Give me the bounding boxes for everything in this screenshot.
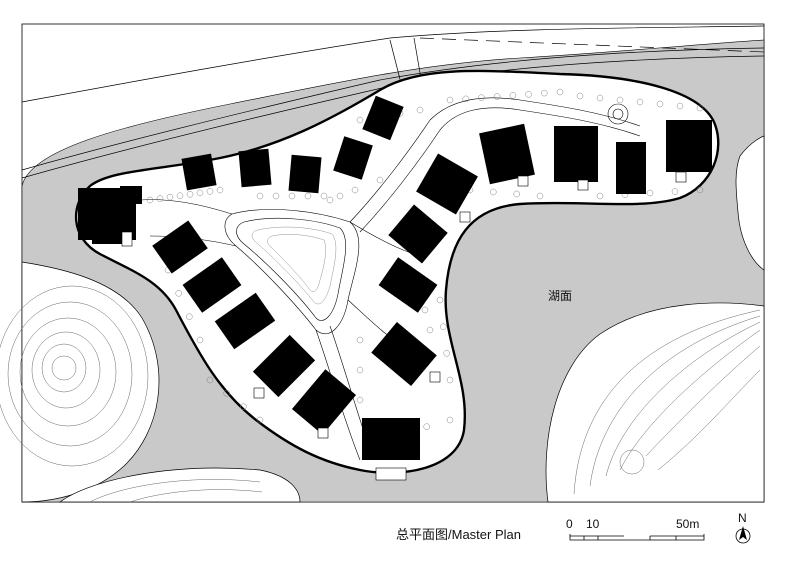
tree-icon <box>446 96 454 104</box>
villa-footprint <box>252 334 316 398</box>
tree-icon <box>490 188 497 196</box>
tree-icon <box>536 192 544 200</box>
villa-footprint <box>333 136 373 180</box>
tree-icon <box>676 102 684 110</box>
tree-icon <box>356 116 364 124</box>
tree-icon <box>576 92 584 100</box>
tree-icon <box>696 186 704 194</box>
tree-icon <box>513 190 520 198</box>
tree-icon <box>186 191 194 198</box>
tree-icon <box>446 376 454 384</box>
tree-icon <box>256 416 264 424</box>
tree-icon <box>216 186 224 194</box>
scale-tick-label: 0 <box>566 517 573 531</box>
tree-icon <box>326 196 334 204</box>
tree-icon <box>436 296 444 304</box>
tree-icon <box>186 313 193 320</box>
tree-icon <box>446 416 454 424</box>
tree-icon <box>356 396 364 404</box>
villa-footprint <box>378 257 438 313</box>
tree-icon <box>525 91 532 98</box>
tree-icon <box>223 390 230 397</box>
tree-icon <box>421 306 429 314</box>
tree-icon <box>426 326 434 334</box>
villa-footprint <box>288 154 322 194</box>
tree-icon <box>636 98 644 106</box>
tree-icon <box>336 192 344 200</box>
tree-icon <box>351 186 359 194</box>
villa-footprint <box>616 142 646 194</box>
tree-icon <box>304 192 312 200</box>
tree-icon <box>196 189 204 197</box>
tree-icon <box>423 423 430 430</box>
tree-icon <box>440 323 447 330</box>
tree-icon <box>556 88 564 96</box>
tree-icon <box>596 94 604 102</box>
tree-icon <box>176 192 184 199</box>
villa-footprint <box>479 123 535 185</box>
villa-footprint <box>152 220 208 274</box>
island-northeast <box>735 135 765 271</box>
tree-icon <box>256 192 264 200</box>
villa-footprint <box>181 153 217 191</box>
tree-icon <box>206 188 214 195</box>
tree-icon <box>541 89 548 97</box>
villa-footprint <box>554 126 598 182</box>
tree-icon <box>596 192 604 200</box>
lake-label: 湖面 <box>548 288 572 303</box>
north-arrow-icon: N <box>735 511 751 544</box>
island-south <box>58 467 301 503</box>
villa-footprint <box>78 186 142 244</box>
tree-icon <box>376 176 384 184</box>
scale-bar: 0 10 50m <box>566 517 705 541</box>
villa-footprint <box>182 257 242 313</box>
tree-icon <box>478 94 485 101</box>
central-landscape <box>251 226 337 305</box>
drawing-caption: 总平面图/Master Plan <box>396 527 521 542</box>
internal-roads <box>139 97 641 461</box>
villa-footprint <box>371 321 437 387</box>
tree-icon <box>646 189 654 197</box>
villa-annexes <box>121 171 687 481</box>
villa-footprint <box>416 153 478 215</box>
villa-footprint <box>238 148 272 188</box>
tree-icon <box>206 376 214 384</box>
tree-icon <box>356 366 364 374</box>
tree-icon <box>288 192 296 200</box>
tree-icon <box>272 192 280 200</box>
tree-icon <box>696 104 704 112</box>
scale-tick-label: 50m <box>676 517 699 531</box>
tree-icon <box>175 290 182 297</box>
tree-icon <box>196 336 204 344</box>
north-label: N <box>738 511 747 525</box>
villa-footprint <box>388 204 448 264</box>
villa-footprint <box>362 95 404 141</box>
villa-footprint <box>666 120 712 172</box>
villa-footprint <box>214 292 276 350</box>
villa-footprint <box>291 369 357 435</box>
tree-icon <box>416 106 424 114</box>
tree-icon <box>443 350 450 357</box>
villa-footprint <box>362 418 420 460</box>
tree-icon <box>656 100 664 108</box>
tree-icon <box>240 403 247 410</box>
tree-icon <box>493 93 501 100</box>
scale-tick-label: 10 <box>586 517 600 531</box>
tree-icon <box>671 188 679 195</box>
tree-icon <box>166 193 174 201</box>
tree-icon <box>146 196 154 204</box>
roundabout <box>607 103 629 125</box>
island-west <box>0 261 160 503</box>
tree-icon <box>462 95 469 103</box>
tree-icon <box>356 336 364 344</box>
villa-footprints <box>78 95 712 460</box>
tree-icon <box>156 195 164 202</box>
tree-icon <box>320 192 328 200</box>
island-east <box>545 302 765 503</box>
tree-icon <box>616 96 624 104</box>
tree-icon <box>509 92 517 99</box>
